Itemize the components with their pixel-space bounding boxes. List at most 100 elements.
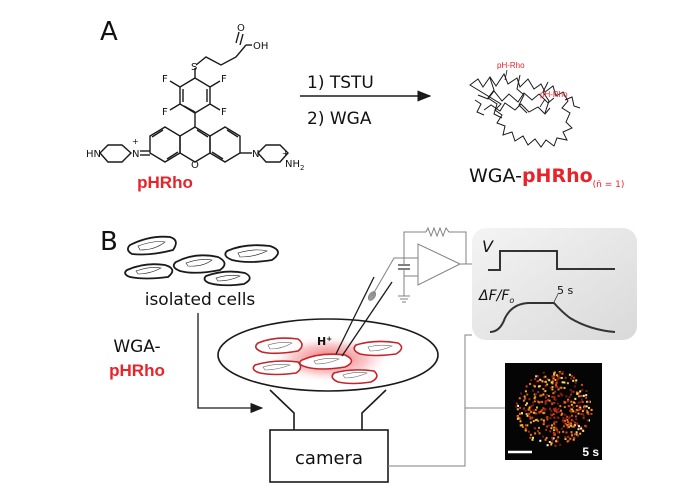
speckle	[542, 376, 545, 379]
speckle	[550, 381, 553, 384]
speckle	[554, 444, 557, 447]
speckle	[554, 407, 557, 410]
speckle	[556, 377, 559, 380]
speckle	[553, 421, 556, 424]
flow-arrow	[197, 313, 264, 414]
speckle	[524, 390, 527, 393]
speckle	[558, 431, 561, 434]
speckle	[553, 374, 556, 377]
speckle	[556, 378, 559, 381]
speckle	[580, 427, 583, 430]
speckle	[535, 375, 538, 378]
reagent-label-wga: WGA-	[113, 337, 160, 357]
speckle	[551, 424, 553, 427]
speckle	[544, 438, 547, 441]
speckle	[530, 411, 533, 413]
speckle	[524, 427, 527, 430]
speckle	[554, 409, 556, 412]
speckle	[536, 430, 539, 433]
speckle	[520, 392, 523, 395]
speckle	[562, 420, 565, 423]
speckle	[565, 395, 568, 398]
atom-n-left: N	[132, 149, 139, 160]
speckle	[569, 421, 571, 424]
speckle	[554, 426, 557, 429]
speckle	[578, 425, 580, 428]
speckle	[563, 419, 566, 422]
speckle	[549, 417, 552, 420]
speckle	[542, 435, 545, 438]
speckle	[517, 404, 519, 407]
speckle	[529, 433, 532, 436]
protein-tag-1: pH-Rho	[497, 61, 525, 70]
speckle	[545, 437, 548, 439]
speckle	[560, 376, 563, 379]
speckle	[561, 394, 564, 396]
speckle	[557, 408, 560, 410]
speckle	[555, 439, 558, 441]
speckle	[576, 391, 578, 394]
reagent-label-phrho: pHRho	[109, 361, 165, 380]
speckle	[582, 394, 585, 397]
speckle	[519, 424, 522, 427]
speckle	[549, 408, 552, 411]
speckle	[529, 436, 532, 439]
atom-s: S	[191, 62, 197, 73]
atom-hn: HN	[86, 149, 101, 160]
speckle	[574, 397, 577, 400]
speckle	[526, 414, 529, 417]
speckle	[559, 392, 562, 395]
speckle	[572, 410, 575, 413]
phrho-structure	[99, 31, 289, 163]
speckle	[553, 371, 556, 374]
speckle	[578, 404, 581, 407]
dish-cells	[252, 337, 403, 385]
speckle	[574, 415, 577, 418]
speckle	[545, 428, 548, 431]
speckle	[545, 416, 548, 419]
speckle	[567, 399, 570, 402]
speckle	[551, 395, 554, 398]
speckle	[528, 406, 531, 409]
protein-tag-2: pH-Rho	[540, 90, 568, 99]
proton-charge: +	[326, 335, 332, 343]
speckle	[572, 438, 575, 441]
speckle	[553, 429, 555, 432]
speckle	[546, 394, 549, 396]
atom-f3: F	[162, 107, 168, 118]
speckle	[523, 407, 526, 410]
speckle	[546, 444, 549, 447]
atom-ring-o: O	[191, 160, 199, 171]
speckle	[535, 412, 538, 415]
speckle	[543, 409, 546, 411]
speckle	[519, 420, 522, 423]
speckle	[526, 424, 529, 427]
fluor-label-main: ΔF/F	[478, 288, 510, 304]
speckle	[567, 417, 570, 419]
speckle	[578, 395, 580, 398]
speckle	[556, 416, 559, 419]
speckle	[554, 379, 557, 381]
speckle	[557, 431, 559, 434]
time-marker-tick	[553, 293, 559, 303]
trace-monitor	[472, 228, 637, 340]
cell	[254, 337, 303, 355]
speckle	[563, 400, 565, 403]
speckle	[532, 436, 534, 439]
speckle	[553, 422, 555, 425]
voltage-trace	[488, 250, 615, 271]
speckle	[581, 400, 584, 403]
speckle	[562, 430, 565, 433]
speckle	[538, 411, 541, 414]
speckle	[548, 441, 551, 443]
speckle	[587, 401, 590, 404]
atom-f4: F	[221, 107, 227, 118]
speckle	[579, 432, 582, 435]
speckle	[570, 431, 573, 434]
speckle	[583, 405, 586, 408]
speckle	[554, 390, 557, 393]
speckle	[577, 412, 580, 415]
speckle	[564, 401, 567, 404]
speckle	[548, 395, 550, 397]
speckle	[556, 429, 559, 432]
